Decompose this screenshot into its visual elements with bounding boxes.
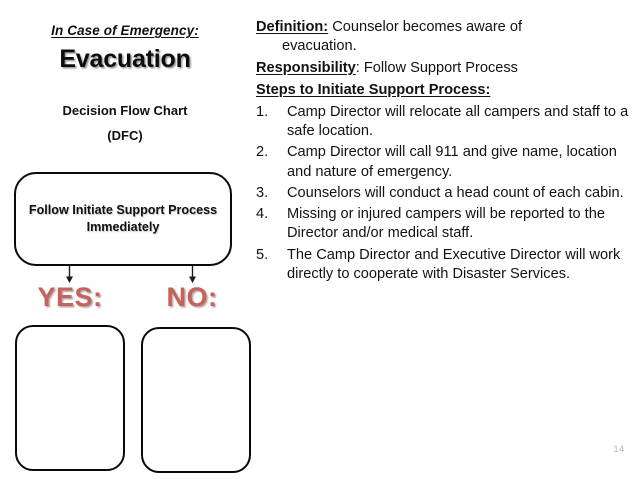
subtitle-line-1: Decision Flow Chart bbox=[62, 103, 188, 118]
page-number: 14 bbox=[613, 444, 624, 455]
list-item-number: 5. bbox=[256, 246, 269, 263]
arrow-down-yes-icon bbox=[66, 266, 73, 283]
definition-text: Counselor becomes aware of bbox=[328, 19, 523, 35]
list-item: 1. Camp Director will relocate all campe… bbox=[252, 103, 632, 142]
definition-paragraph: Definition: Counselor becomes aware of e… bbox=[252, 18, 632, 56]
subtitle-line-2: (DFC) bbox=[107, 128, 143, 143]
list-item-text: Counselors will conduct a head count of … bbox=[287, 184, 624, 201]
branch-label-no: NO: bbox=[166, 282, 218, 312]
list-item-text: The Camp Director and Executive Director… bbox=[287, 246, 621, 282]
list-item-text: Camp Director will call 911 and give nam… bbox=[287, 144, 617, 180]
responsibility-label: Responsibility bbox=[256, 59, 356, 76]
list-item: 3. Counselors will conduct a head count … bbox=[252, 184, 632, 203]
list-item: 4. Missing or injured campers will be re… bbox=[252, 205, 632, 244]
left-column: In Case of Emergency: Evacuation Decisio… bbox=[0, 0, 251, 479]
steps-heading: Steps to Initiate Support Process: bbox=[256, 81, 491, 98]
flowchart-no-box bbox=[141, 327, 251, 473]
definition-label: Definition: bbox=[256, 19, 329, 35]
definition-continuation: evacuation. bbox=[282, 37, 357, 54]
list-item-number: 3. bbox=[256, 184, 269, 201]
steps-list: 1. Camp Director will relocate all campe… bbox=[252, 103, 632, 284]
flowchart-process-box: Follow Initiate Support Process Immediat… bbox=[14, 172, 232, 266]
list-item-text: Camp Director will relocate all campers … bbox=[287, 103, 629, 140]
flowchart-yes-box bbox=[15, 325, 125, 471]
responsibility-paragraph: Responsibility: Follow Support Process bbox=[252, 59, 632, 78]
list-item-number: 4. bbox=[256, 206, 269, 223]
responsibility-text: : Follow Support Process bbox=[355, 59, 518, 76]
list-item: 5. The Camp Director and Executive Direc… bbox=[252, 246, 632, 285]
flowchart-process-box-label: Follow Initiate Support Process Immediat… bbox=[28, 202, 218, 234]
list-item-text: Missing or injured campers will be repor… bbox=[287, 206, 605, 242]
list-item-number: 2. bbox=[256, 144, 269, 161]
slide-eyebrow: In Case of Emergency: bbox=[51, 23, 199, 38]
page-title: Evacuation bbox=[59, 45, 191, 73]
right-column: Definition: Counselor becomes aware of e… bbox=[252, 18, 632, 286]
list-item-number: 1. bbox=[256, 103, 269, 120]
arrow-down-no-icon bbox=[189, 266, 196, 283]
list-item: 2. Camp Director will call 911 and give … bbox=[252, 143, 632, 182]
branch-label-yes: YES: bbox=[37, 282, 103, 312]
